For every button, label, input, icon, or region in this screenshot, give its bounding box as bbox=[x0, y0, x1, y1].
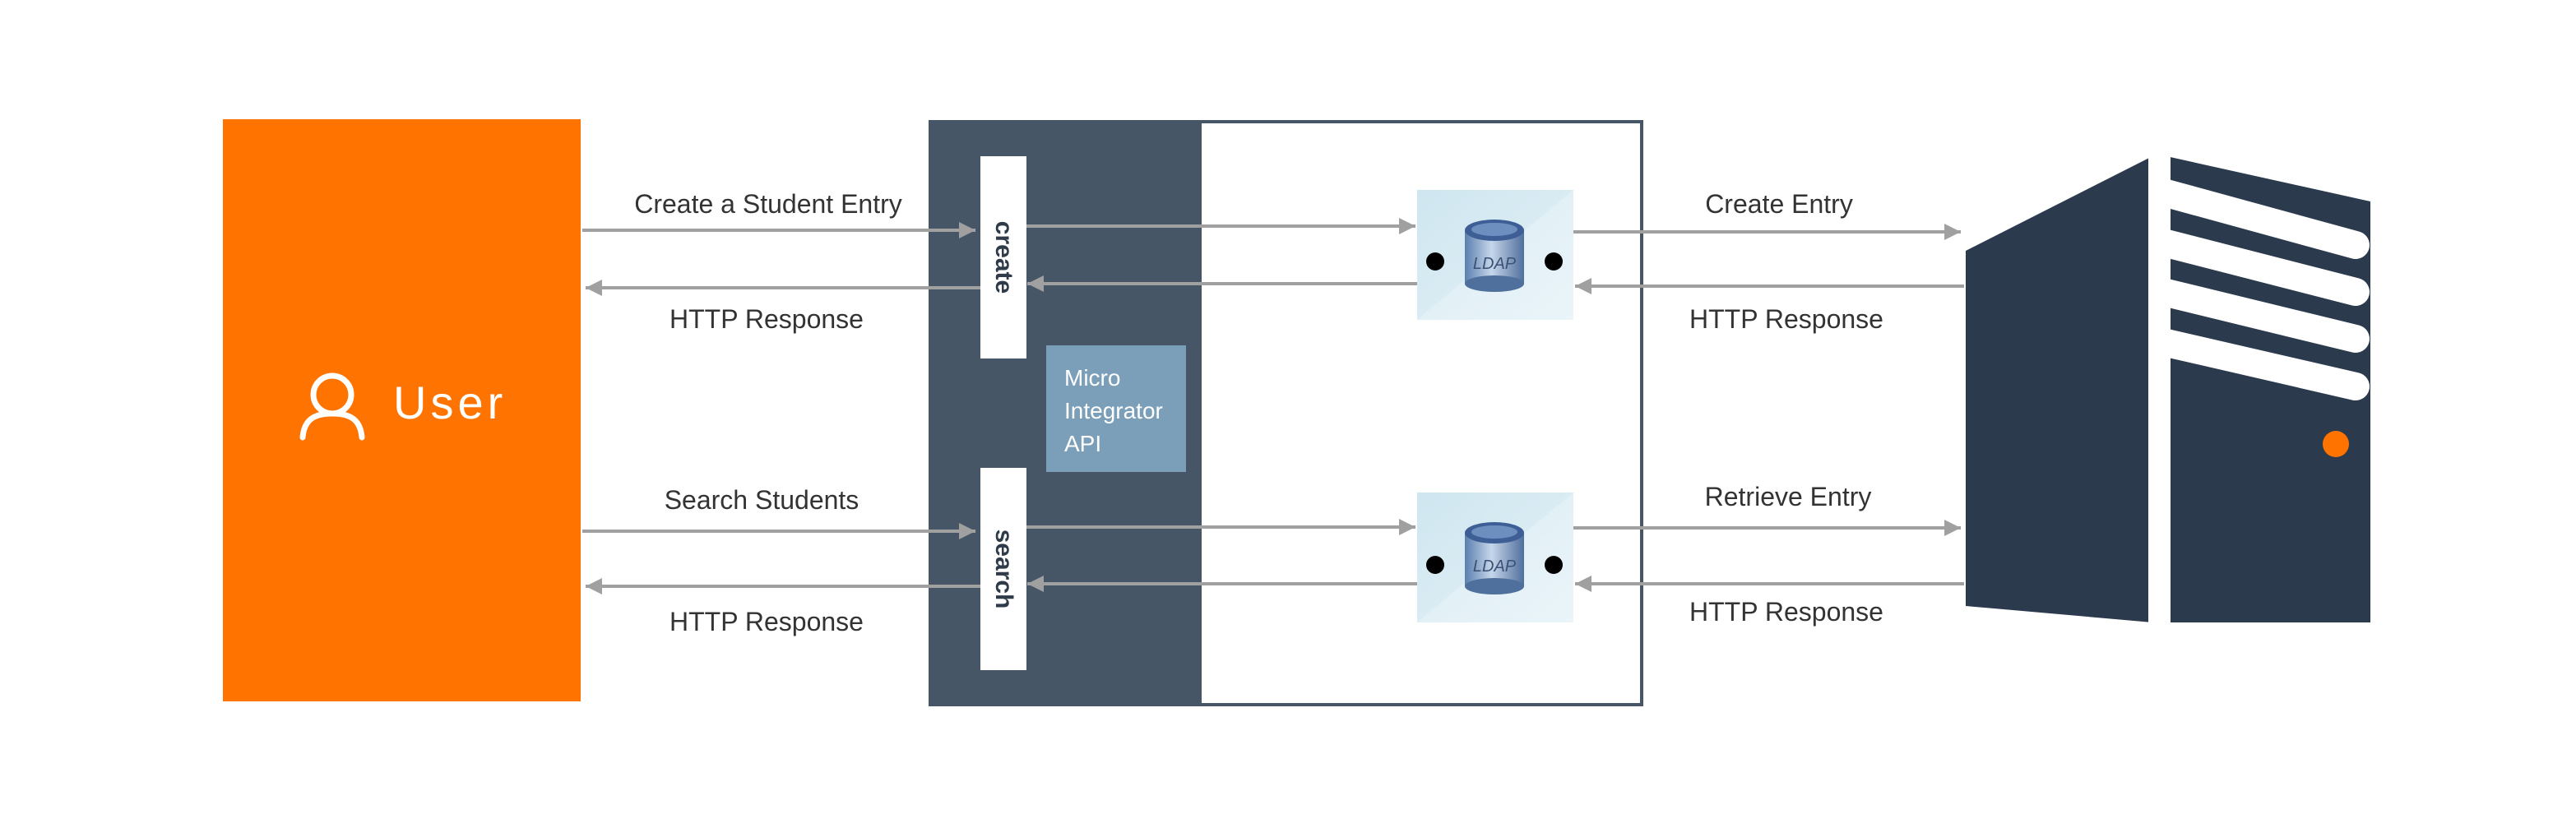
resource-create-label: create bbox=[990, 220, 1017, 294]
ldap-connector-create: LDAP bbox=[1417, 190, 1573, 320]
server-icon bbox=[1966, 156, 2370, 629]
api-label-box: Micro Integrator API bbox=[1046, 345, 1186, 472]
server-led bbox=[2323, 431, 2349, 457]
label-create-response: HTTP Response bbox=[669, 304, 864, 334]
ldap-cylinder-icon bbox=[1465, 522, 1524, 594]
api-label-line: Integrator bbox=[1064, 398, 1163, 423]
resource-search: search bbox=[980, 468, 1026, 670]
label-search-request: Search Students bbox=[664, 485, 859, 515]
ldap-cylinder-icon bbox=[1465, 220, 1524, 292]
user-label: User bbox=[393, 377, 507, 428]
resource-create: create bbox=[980, 156, 1026, 358]
label-search-response: HTTP Response bbox=[669, 607, 864, 636]
label-retrieve-entry: Retrieve Entry bbox=[1704, 482, 1872, 511]
label-create-request: Create a Student Entry bbox=[634, 189, 902, 219]
ldap-text: LDAP bbox=[1473, 255, 1517, 273]
ldap-text: LDAP bbox=[1473, 557, 1517, 576]
user-box bbox=[223, 119, 581, 701]
api-label-line: API bbox=[1064, 431, 1102, 456]
label-create-entry: Create Entry bbox=[1705, 189, 1853, 219]
label-create-entry-response: HTTP Response bbox=[1689, 304, 1883, 334]
api-label-line: Micro bbox=[1064, 365, 1121, 391]
resource-search-label: search bbox=[990, 529, 1017, 609]
ldap-connector-search: LDAP bbox=[1417, 493, 1573, 622]
label-retrieve-entry-response: HTTP Response bbox=[1689, 597, 1883, 627]
user-icon bbox=[299, 372, 365, 441]
